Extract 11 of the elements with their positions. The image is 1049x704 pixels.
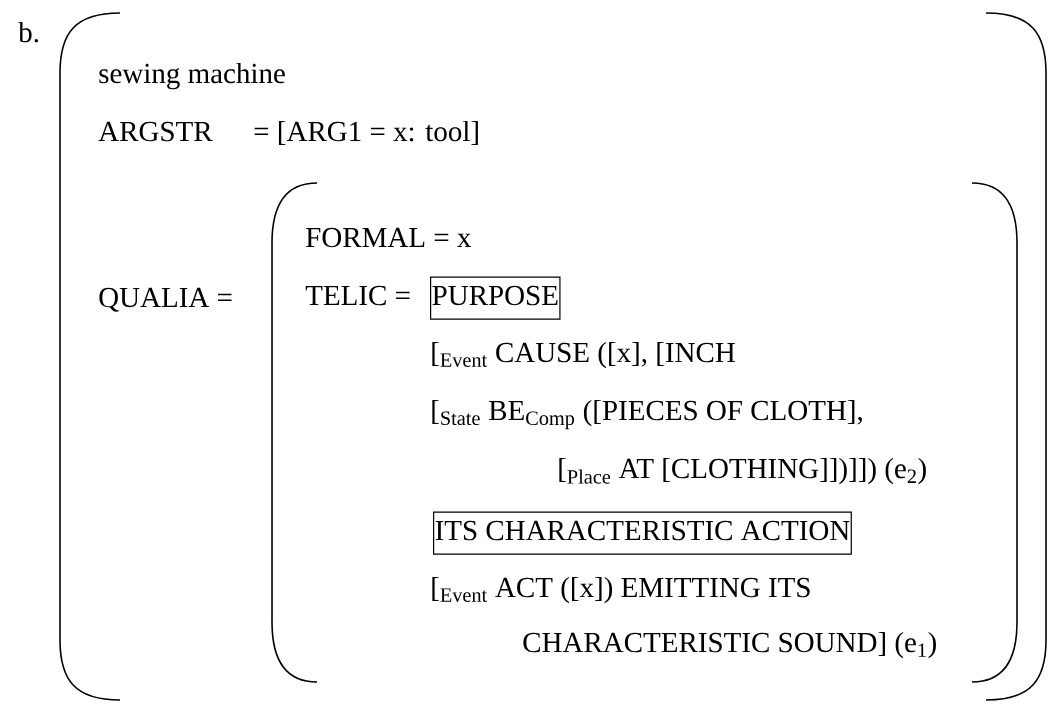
feature-text: sewing machine	[99, 62, 285, 90]
feature-text: [$_{Place}$ AT [CLOTHING]])]]) (e$_{2}$)	[559, 457, 926, 485]
example-label: b.	[18, 21, 39, 43]
boxed-term: PURPOSE	[430, 276, 561, 320]
feature-text: QUALIA =	[99, 287, 232, 312]
feature-text: CHARACTERISTIC SOUND] (e$_{1}$)	[523, 631, 936, 659]
feature-text: = [ARG1 = x: tool]	[254, 120, 478, 145]
feature-text: FORMAL = x	[306, 227, 472, 248]
feature-text: ARGSTR	[98, 121, 213, 142]
feature-text: [$_{State}$ BE$_{Comp}$ ([PIECES OF CLOTH],	[432, 399, 862, 430]
boxed-term: ITS CHARACTERISTIC ACTION	[433, 511, 852, 555]
